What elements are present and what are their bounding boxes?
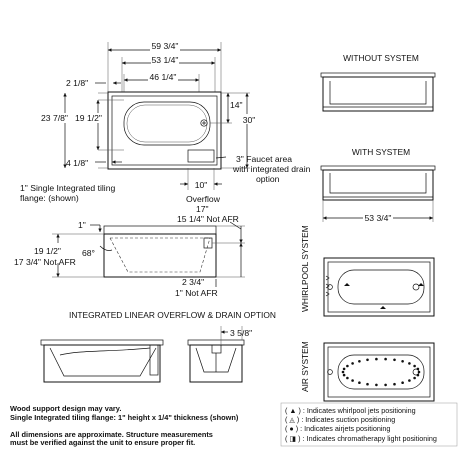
general-notes: Wood support design may vary. Single Int…	[10, 404, 239, 448]
base-height-not-afr-label: 1" Not AFR	[175, 288, 218, 298]
without-system-title: WITHOUT SYSTEM	[343, 53, 419, 63]
bath-width-label: 46 1/4"	[150, 72, 177, 82]
airjet-dot	[351, 362, 354, 365]
overflow-option-end-view	[187, 326, 245, 383]
airjet-dot	[342, 373, 346, 377]
airjet-dot	[401, 381, 404, 385]
depth-inner-label: 19 1/2"	[75, 113, 102, 123]
light-icon: ( ◨ )	[285, 433, 301, 443]
overflow-label: Overflow	[186, 194, 221, 204]
overflow-not-afr-label: 15 1/4" Not AFR	[177, 214, 239, 224]
legend-row-jets: ( ▲ ) : Indicates whirlpool jets positio…	[285, 406, 457, 415]
airjet-dot	[346, 364, 349, 368]
air-system-plan	[323, 342, 435, 402]
faucet-note-line3: option	[256, 174, 280, 184]
overall-width-label: 59 3/4"	[152, 41, 179, 51]
top-view: 59 3/4" 53 1/4" 46 1/4" 23 7/8" 19 1/2" …	[40, 41, 311, 190]
with-system-width-label: 53 3/4"	[365, 213, 392, 223]
side-view: Overflow 17" 15 1/4" Not AFR 1" 68° 19 1…	[14, 194, 245, 298]
airjet-dot	[393, 358, 396, 362]
airjet-dot	[341, 370, 345, 374]
airjet-dot	[401, 360, 404, 363]
airjet-dot	[384, 357, 387, 361]
tub-side-body	[103, 233, 217, 278]
overflow-option-section	[40, 339, 164, 383]
drain-offset-label: 14"	[230, 100, 243, 110]
flange-note-line1: 1" Single Integrated tiling	[20, 183, 115, 193]
legend-text: : Indicates whirlpool jets positioning	[302, 406, 416, 415]
airjet-dot	[366, 382, 369, 386]
side-height-not-afr-label: 17 3/4" Not AFR	[14, 257, 76, 267]
legend-text: : Indicates airjets positioning	[300, 424, 391, 434]
faucet-note-line1: 3" Faucet area	[236, 154, 292, 164]
note-line: All dimensions are approximate. Structur…	[10, 429, 213, 439]
airjet-dot	[416, 373, 420, 377]
whirlpool-system-plan	[323, 257, 435, 317]
tub-basin	[123, 101, 211, 146]
airjet-dot	[375, 383, 378, 387]
airjet-dot	[416, 367, 420, 371]
whirlpool-system-label: WHIRLPOOL SYSTEM	[300, 225, 310, 312]
flange-note-line2: flange: (shown)	[20, 193, 79, 203]
dot-icon: ( ● )	[285, 424, 299, 434]
airjet-dot	[375, 357, 378, 361]
airjet-dot	[342, 367, 346, 371]
suction-icon: ( ◬ )	[285, 415, 300, 425]
airjet-dot	[408, 362, 411, 365]
legend-text: : Indicates suction positioning	[301, 415, 396, 425]
airjet-dot	[351, 379, 354, 382]
overflow-offset-label: 3 5/8"	[230, 328, 252, 338]
airjet-dot	[358, 360, 361, 363]
base-height-label: 2 3/4"	[182, 277, 204, 287]
airjet-dot	[408, 379, 411, 382]
with-system-view: 53 3/4"	[320, 165, 436, 223]
air-system-label: AIR SYSTEM	[300, 341, 310, 392]
faucet-area	[187, 149, 215, 163]
with-system-title: WITH SYSTEM	[352, 147, 410, 157]
airjet-dot	[413, 376, 416, 380]
inner-width-label: 53 1/4"	[152, 55, 179, 65]
overflow-option-title: INTEGRATED LINEAR OVERFLOW & DRAIN OPTIO…	[69, 310, 276, 320]
depth-outer-label: 23 7/8"	[41, 113, 68, 123]
drain-icon	[200, 119, 208, 127]
faucet-offset-label: 10"	[195, 180, 208, 190]
airjet-dot	[346, 376, 349, 380]
angle-label: 68°	[82, 248, 95, 258]
rim-offset-label: 2 1/8"	[66, 78, 88, 88]
side-height-label: 19 1/2"	[34, 246, 61, 256]
symbol-legend: ( ▲ ) : Indicates whirlpool jets positio…	[285, 406, 457, 443]
triangle-icon: ( ▲ )	[285, 406, 301, 415]
tub-side-flange	[103, 225, 217, 235]
flange-height-label: 1"	[78, 220, 86, 230]
end-offset-label: 4 1/8"	[66, 158, 88, 168]
faucet-note-line2: with integrated drain	[232, 164, 311, 174]
without-system-view	[320, 72, 436, 112]
legend-row-airjets: ( ● ) : Indicates airjets positioning	[285, 424, 457, 433]
note-line: Wood support design may vary.	[10, 404, 122, 413]
airjet-dot	[393, 382, 396, 386]
overall-depth-label: 30"	[243, 115, 256, 125]
airjet-dot	[384, 383, 387, 387]
legend-row-suction: ( ◬ ) : Indicates suction positioning	[285, 415, 457, 424]
note-line: must be verified against the unit to ens…	[10, 438, 196, 448]
airjet-dot	[366, 358, 369, 362]
note-line: Single Integrated tiling flange: 1" heig…	[10, 412, 239, 422]
airjet-dot	[358, 381, 361, 385]
overflow-height-label: 17"	[196, 204, 209, 214]
legend-row-chromatherapy: ( ◨ ) : Indicates chromatherapy light po…	[285, 434, 457, 443]
airjet-dot	[413, 364, 416, 368]
legend-text: : Indicates chromatherapy light position…	[302, 433, 437, 443]
